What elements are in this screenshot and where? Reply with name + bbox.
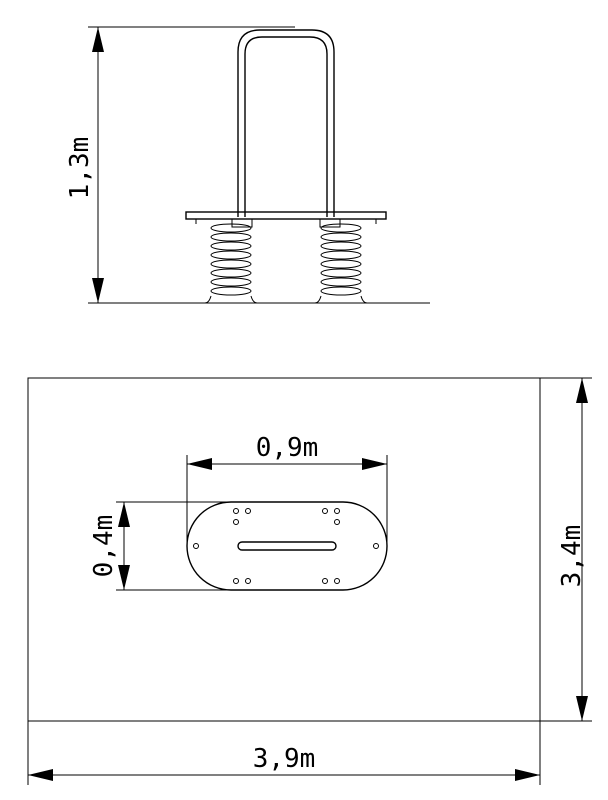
width-arrow-right <box>515 769 540 781</box>
platform-width-arrow-bottom <box>118 565 130 590</box>
plan-view: 3,4m 3,9m 0,9m 0,4m <box>27 377 592 785</box>
handle-bar-outer <box>237 29 335 217</box>
platform-length-label: 0,9m <box>256 433 319 463</box>
platform-width-label: 0,4m <box>89 515 119 578</box>
height-arrow-bottom <box>92 278 104 303</box>
platform-length-arrow-left <box>187 458 212 470</box>
depth-arrow-bottom <box>576 696 588 721</box>
spring-right <box>314 223 368 304</box>
depth-label: 3,4m <box>557 525 587 588</box>
platform-plate <box>185 211 387 220</box>
handle-bar-inner <box>244 36 328 217</box>
height-label: 1,3m <box>65 137 95 200</box>
safety-area-outline <box>27 377 541 722</box>
height-arrow-top <box>92 27 104 52</box>
platform-width-arrow-top <box>118 502 130 527</box>
bolt-holes <box>193 508 379 584</box>
width-label: 3,9m <box>253 744 316 774</box>
bracket-right <box>319 218 341 228</box>
elevation-view: 1,3m <box>65 26 430 304</box>
spring-left <box>204 223 258 304</box>
platform-top-view <box>186 501 388 591</box>
depth-arrow-top <box>576 378 588 403</box>
platform-length-arrow-right <box>362 458 387 470</box>
width-arrow-left <box>28 769 53 781</box>
handle-slot <box>237 541 337 551</box>
bracket-left <box>231 218 253 228</box>
